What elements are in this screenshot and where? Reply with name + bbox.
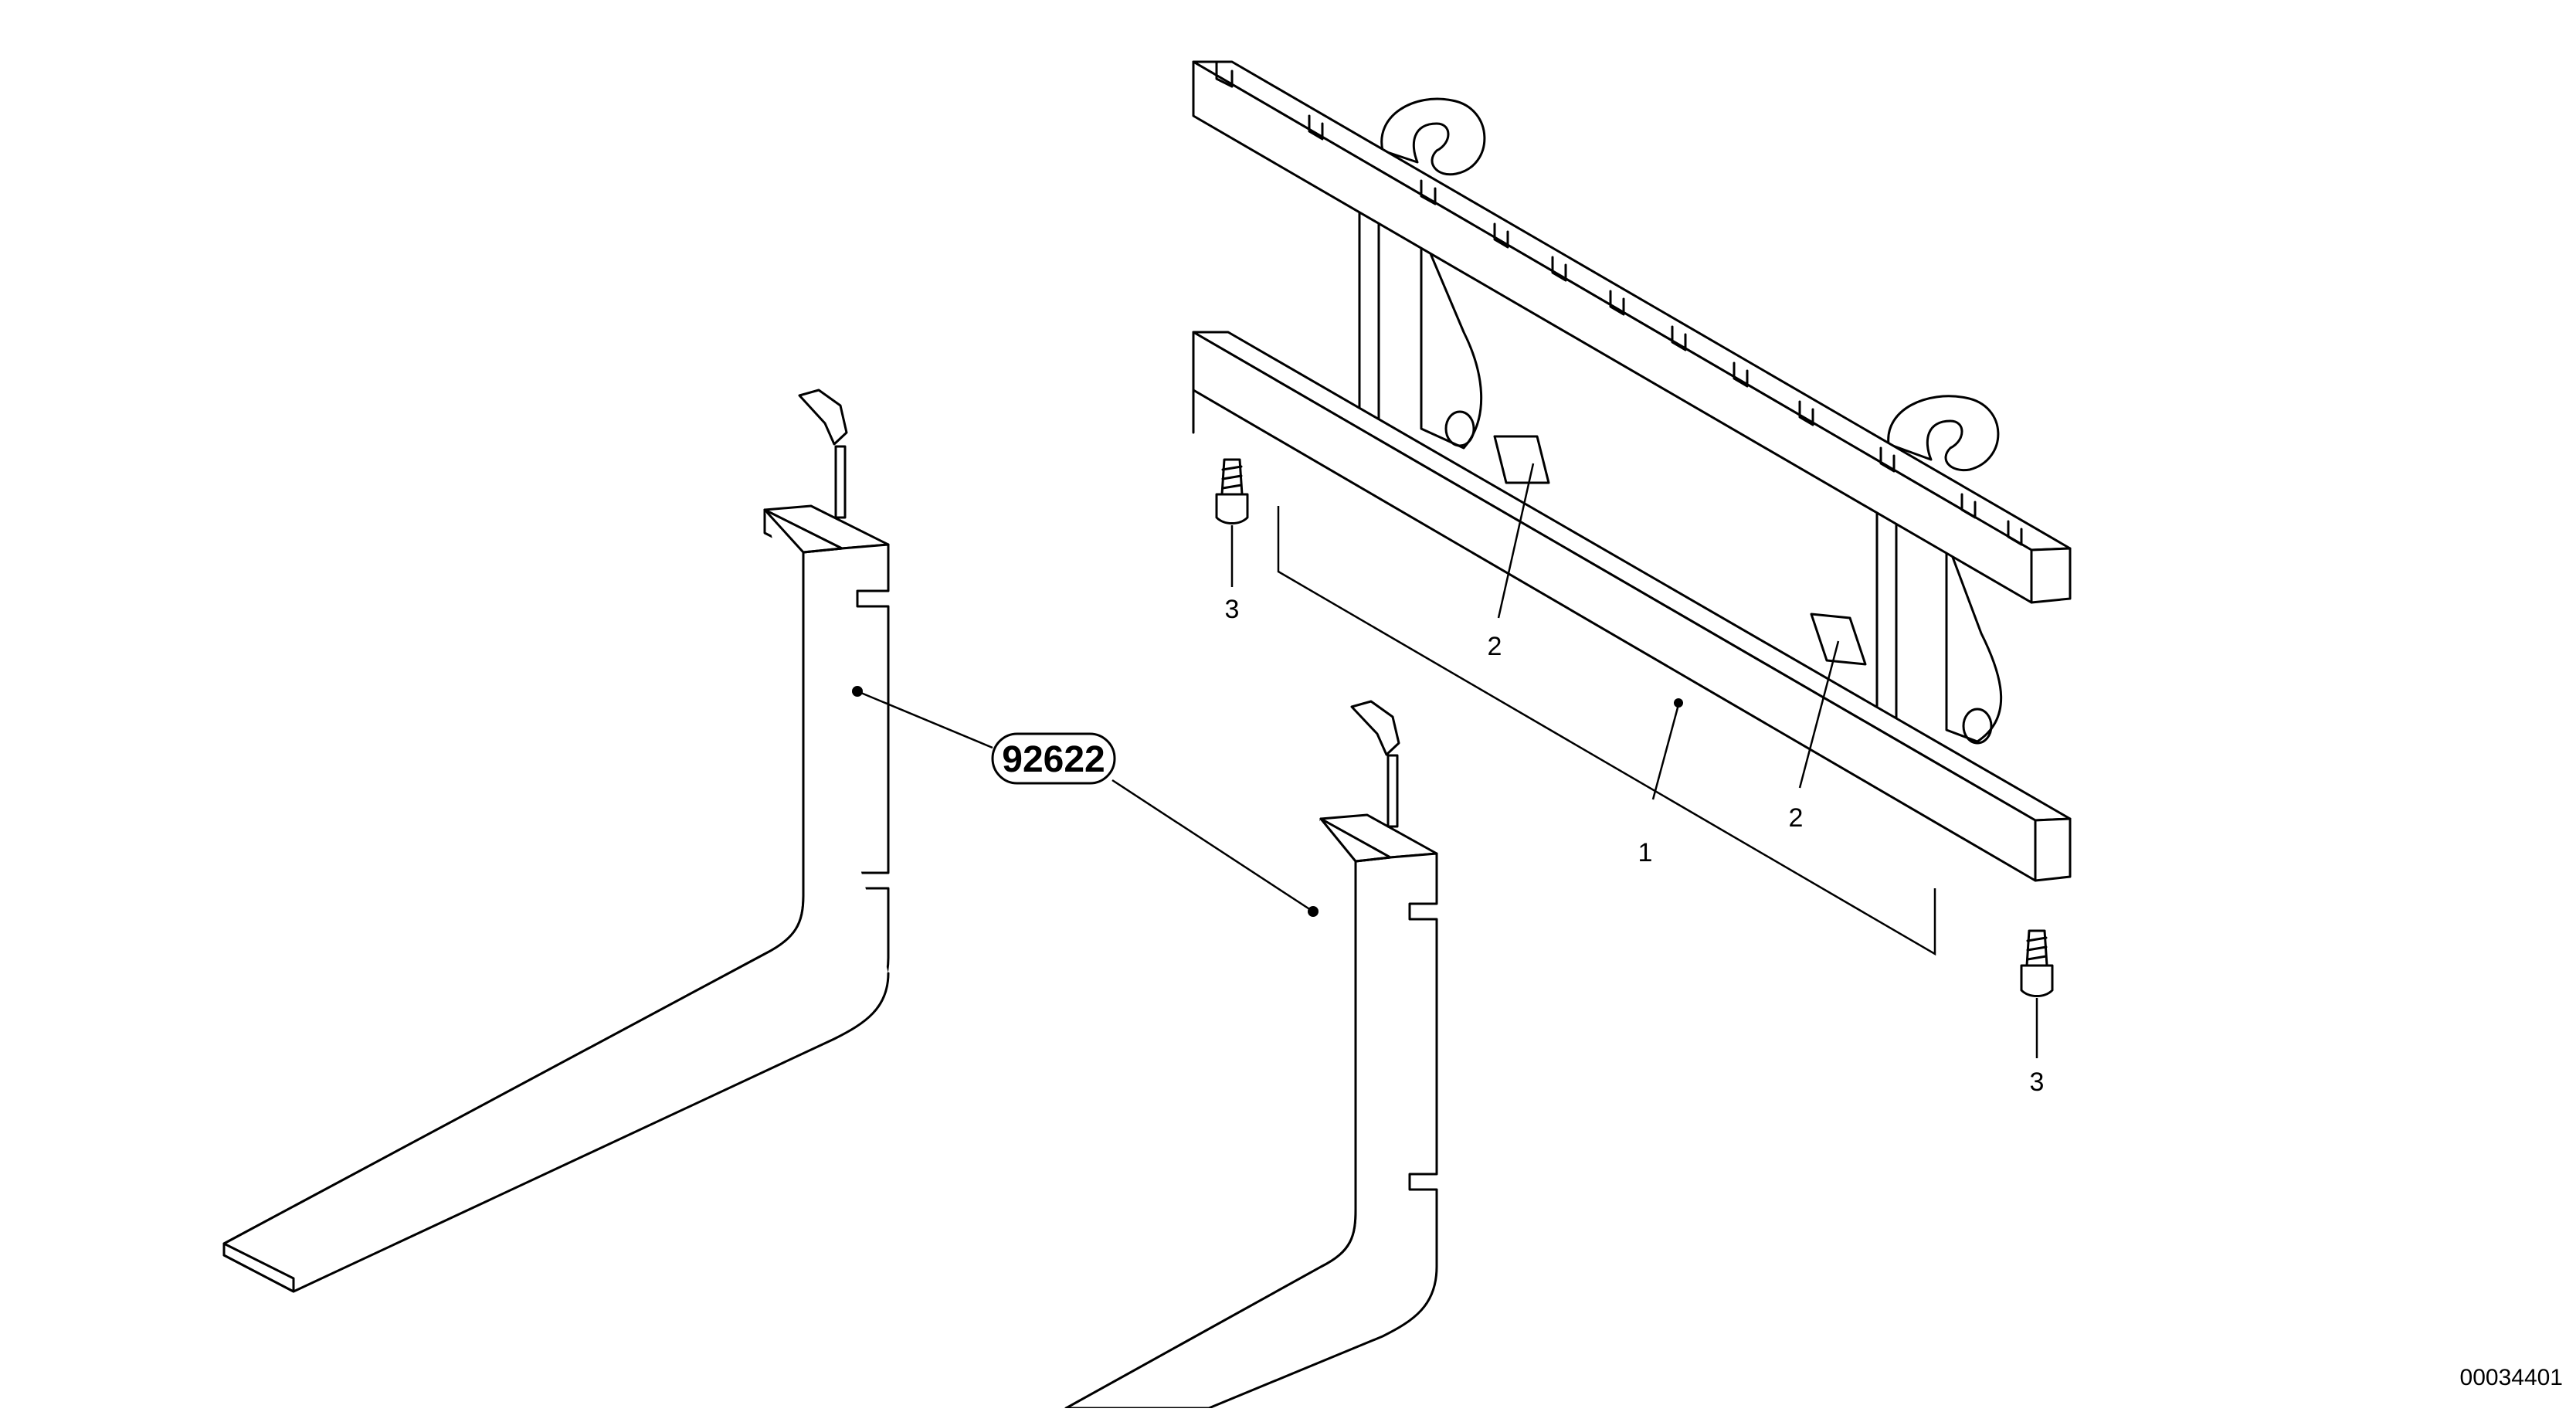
assembly-leader-left bbox=[857, 690, 993, 749]
carriage-top-bar bbox=[1192, 60, 2072, 604]
callout-part-2a: 2 bbox=[1488, 632, 1502, 661]
part-2b-leader bbox=[1798, 640, 1840, 789]
callout-assembly: 92622 bbox=[1002, 739, 1105, 780]
part-1-dot bbox=[1674, 698, 1683, 708]
carriage-back-plate bbox=[1358, 184, 2003, 745]
fork-right bbox=[1064, 700, 1438, 1410]
drawing-number: 00034401 bbox=[2460, 1365, 2563, 1390]
assembly-dot-right bbox=[1308, 906, 1319, 917]
assembly-callout-frame bbox=[991, 732, 1116, 785]
callout-part-3a: 3 bbox=[1225, 595, 1240, 624]
assembly-leader-right bbox=[1112, 779, 1314, 913]
callout-part-3b: 3 bbox=[2030, 1067, 2045, 1097]
fork-carriage bbox=[1192, 60, 2072, 882]
fork-lock-pin-left bbox=[798, 389, 848, 519]
mounting-hook-right bbox=[1887, 395, 2000, 472]
part-1-leader bbox=[1651, 698, 1682, 800]
callout-part-1: 1 bbox=[1638, 838, 1653, 867]
part-2a-leader bbox=[1497, 463, 1535, 619]
mounting-hook-left bbox=[1380, 97, 1486, 176]
part-1-bracket bbox=[1277, 506, 1936, 956]
fork-left bbox=[222, 389, 890, 1293]
assembly-dot-left bbox=[852, 686, 863, 697]
callout-part-2b: 2 bbox=[1789, 803, 1804, 833]
wear-pad-right bbox=[1810, 613, 1867, 666]
carriage-bottom-bar bbox=[1192, 331, 2072, 882]
wear-pad-left bbox=[1493, 435, 1550, 484]
screw-right bbox=[2020, 929, 2054, 997]
fork-lock-pin-right bbox=[1350, 700, 1400, 828]
screw-left bbox=[1215, 458, 1249, 524]
